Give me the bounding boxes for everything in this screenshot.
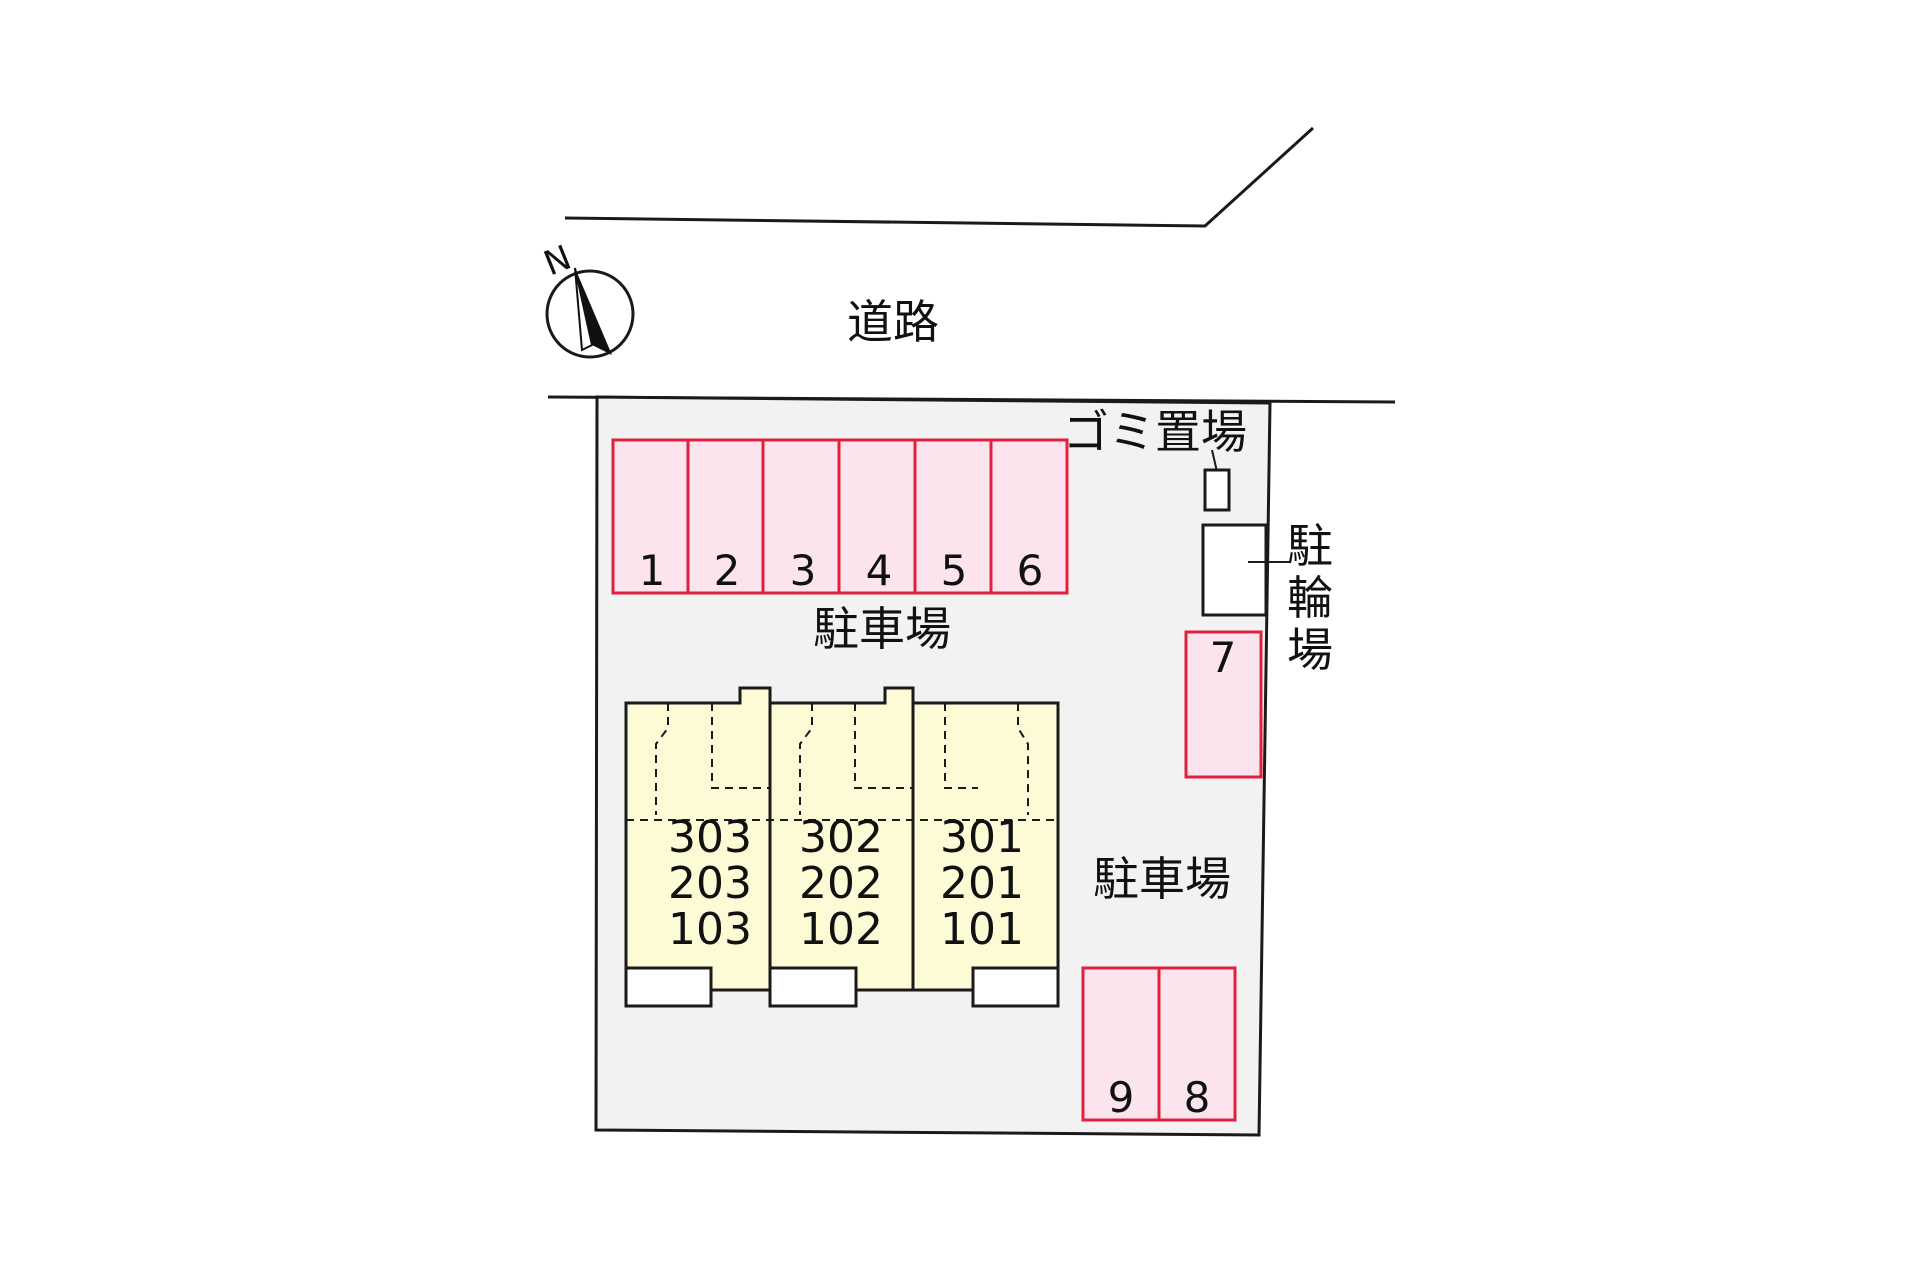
parking-space-1 bbox=[611, 438, 690, 595]
unit-number-202: 202 bbox=[799, 858, 883, 909]
parking-space-2 bbox=[686, 438, 765, 595]
compass-icon: N bbox=[538, 238, 635, 359]
entrance-step-west bbox=[624, 966, 713, 1008]
bicycle-label-line-3: 場 bbox=[1287, 623, 1333, 677]
unit-number-103: 103 bbox=[668, 904, 752, 955]
parking-number-4: 4 bbox=[866, 546, 893, 595]
bicycle-parking-box bbox=[1201, 523, 1268, 617]
bicycle-label-line-2: 輪 bbox=[1287, 571, 1333, 625]
entrance-step-middle bbox=[768, 966, 858, 1008]
parking-space-7 bbox=[1184, 630, 1263, 779]
unit-number-201: 201 bbox=[940, 858, 1024, 909]
unit-number-301: 301 bbox=[940, 812, 1024, 863]
unit-number-302: 302 bbox=[799, 812, 883, 863]
garbage-label: ゴミ置場 bbox=[1063, 405, 1247, 459]
parking-number-8: 8 bbox=[1184, 1073, 1211, 1122]
unit-number-203: 203 bbox=[668, 858, 752, 909]
unit-number-303: 303 bbox=[668, 812, 752, 863]
parking-space-8 bbox=[1157, 966, 1237, 1122]
garbage-box bbox=[1203, 468, 1231, 512]
interior-dashed-lines bbox=[626, 703, 1058, 821]
parking-number-5: 5 bbox=[941, 546, 968, 595]
road-label: 道路 bbox=[847, 295, 939, 349]
road-north-edge bbox=[564, 126, 1315, 228]
parking-number-6: 6 bbox=[1017, 546, 1044, 595]
parking-space-9 bbox=[1081, 966, 1161, 1122]
parking-number-1: 1 bbox=[639, 546, 666, 595]
parking-space-4 bbox=[837, 438, 917, 595]
parking-number-3: 3 bbox=[790, 546, 817, 595]
parking-label-east: 駐車場 bbox=[1093, 852, 1231, 906]
unit-number-101: 101 bbox=[940, 904, 1024, 955]
apartment-building: 303 203 103 302 202 102 301 201 101 bbox=[624, 686, 1060, 1008]
parking-number-9: 9 bbox=[1108, 1073, 1135, 1122]
parking-label-north: 駐車場 bbox=[813, 602, 951, 656]
parking-number-2: 2 bbox=[714, 546, 741, 595]
bicycle-label-line-1: 駐 bbox=[1287, 519, 1333, 573]
parking-number-7: 7 bbox=[1210, 633, 1237, 682]
parking-row-north: 1 2 3 4 5 6 bbox=[611, 438, 1069, 595]
unit-number-102: 102 bbox=[799, 904, 883, 955]
parking-space-6 bbox=[989, 438, 1069, 595]
entrance-step-east bbox=[971, 966, 1060, 1008]
